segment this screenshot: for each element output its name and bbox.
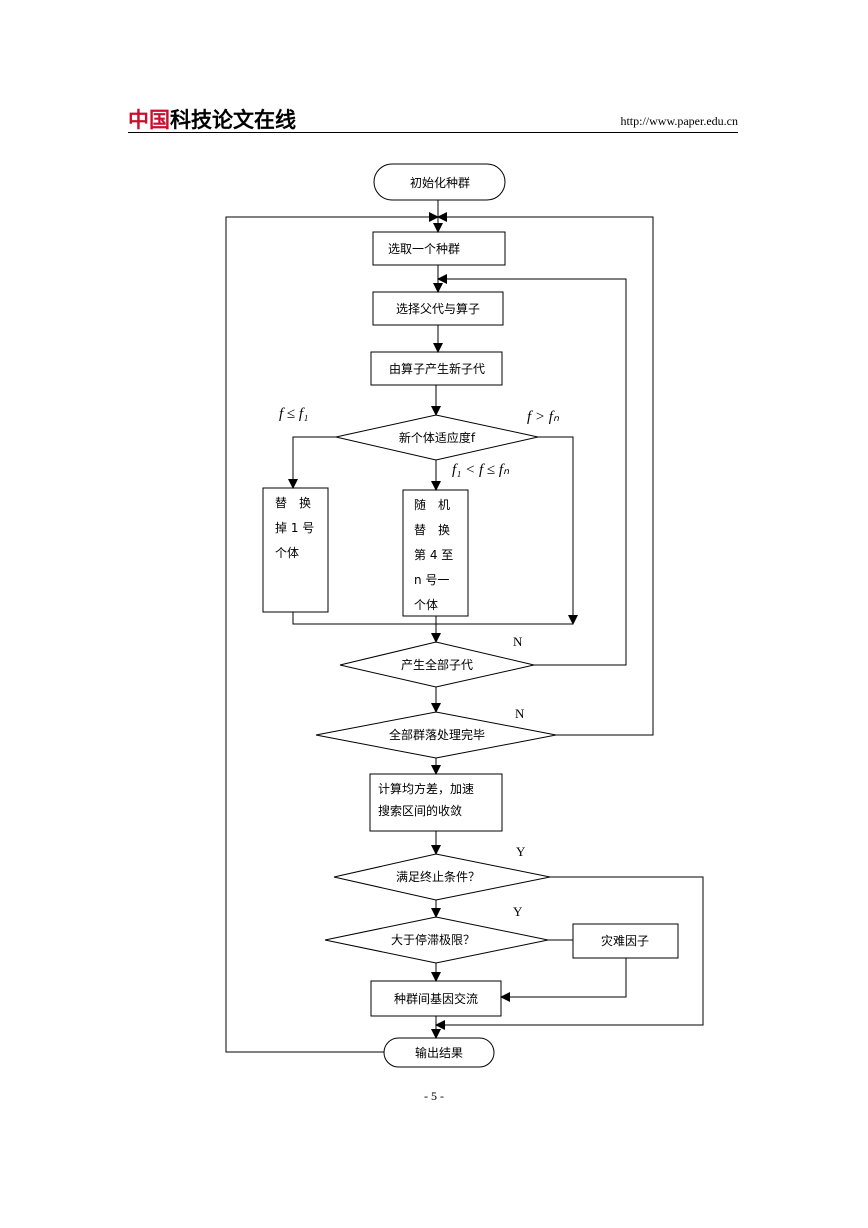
arrow-fitness-right-branch [538, 436, 578, 625]
loop-offspring-no [437, 274, 627, 666]
cond-middle-label: f₁ < f ≤ fₙ [452, 462, 510, 478]
all-offspring-text: 产生全部子代 [401, 657, 473, 672]
replace-random-line-4: n 号一 [414, 573, 449, 587]
disaster-text: 灾难因子 [601, 933, 649, 948]
start-text: 初始化种群 [410, 176, 470, 190]
cond-right-label: f > fₙ [527, 409, 560, 425]
gene-exchange-text: 种群间基因交流 [394, 991, 478, 1006]
arrow-disaster-to-exchange [500, 958, 627, 1002]
label-n-offspring: N [513, 634, 523, 649]
replace-random-line-5: 个体 [414, 598, 438, 612]
replace-first-line-3: 个体 [275, 546, 299, 560]
all-communities-text: 全部群落处理完毕 [389, 727, 485, 742]
fitness-decision-text: 新个体适应度f [399, 430, 476, 445]
loop-communities-no [437, 212, 654, 736]
path-termination-yes [435, 876, 704, 1030]
replace-random-line-1: 随 机 [414, 497, 450, 512]
stagnation-text: 大于停滞极限？ [391, 932, 475, 947]
loop-output-to-select [225, 212, 439, 1053]
select-parents-text: 选择父代与算子 [396, 301, 480, 316]
select-population-text: 选取一个种群 [388, 242, 460, 256]
site-logo: 中国科技论文在线 [128, 104, 296, 134]
start-terminal [373, 163, 506, 201]
compute-variance-line-1: 计算均方差，加速 [378, 781, 474, 796]
compute-variance-line-2: 搜索区间的收敛 [378, 803, 462, 818]
replace-first-line-2: 掉 1 号 [275, 521, 314, 535]
output-text: 输出结果 [415, 1045, 463, 1060]
replace-random-line-2: 替 换 [414, 523, 450, 537]
termination-text: 满足终止条件？ [396, 869, 480, 884]
label-y-stagnation: Y [513, 904, 523, 919]
merge-line [292, 612, 573, 625]
logo-red-text: 中国 [128, 108, 170, 132]
page-number: - 5 - [424, 1089, 444, 1103]
page-header: 中国科技论文在线 http://www.paper.edu.cn [128, 100, 738, 133]
replace-first-line-1: 替 换 [275, 496, 311, 510]
replace-random-line-3: 第 4 至 [414, 548, 453, 562]
cond-left-label: f ≤ f₁ [279, 406, 308, 422]
generate-offspring-text: 由算子产生新子代 [389, 361, 485, 376]
logo-black-text: 科技论文在线 [170, 108, 296, 132]
arrow-fitness-to-replace-first [288, 436, 336, 489]
label-y-termination: Y [516, 844, 526, 859]
label-n-communities: N [515, 706, 525, 721]
header-url[interactable]: http://www.paper.edu.cn [620, 114, 738, 128]
